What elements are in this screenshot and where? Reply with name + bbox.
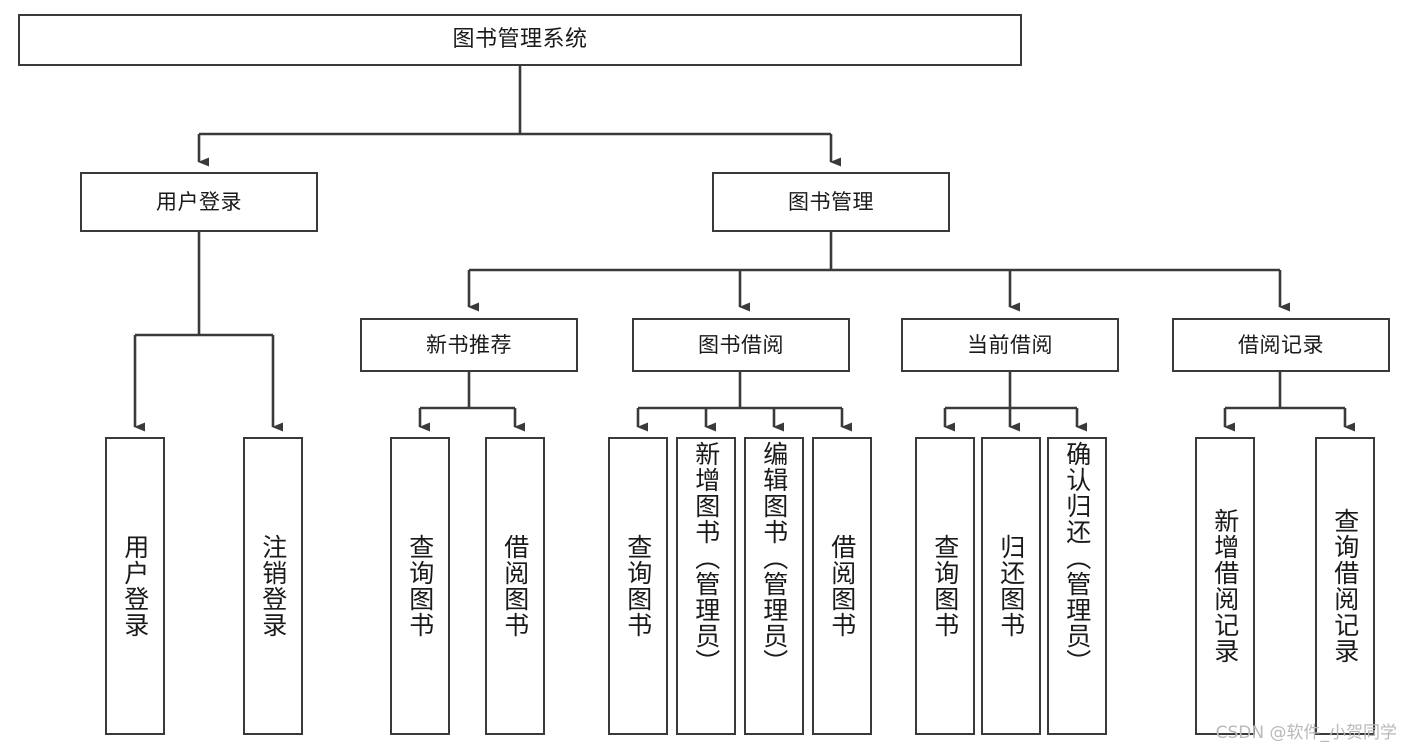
leaf-new-book-query[interactable]: 查询图书 [390, 437, 450, 735]
node-label: 当前借阅 [967, 332, 1053, 357]
watermark-text: CSDN @软件_小贺同学 [1215, 723, 1397, 743]
node-label: 新书推荐 [426, 332, 512, 357]
leaf-user-login-signout[interactable]: 注销登录 [243, 437, 303, 735]
node-book-borrow[interactable]: 图书借阅 [632, 318, 850, 372]
node-label: 查询图书 [623, 534, 653, 638]
node-label: 借阅图书 [500, 534, 530, 638]
node-borrow-record[interactable]: 借阅记录 [1172, 318, 1390, 372]
node-label: 查询图书 [930, 534, 960, 638]
leaf-book-borrow-lend[interactable]: 借阅图书 [812, 437, 872, 735]
node-user-login[interactable]: 用户登录 [80, 172, 318, 232]
node-label: 图书借阅 [698, 332, 784, 357]
node-current-borrow[interactable]: 当前借阅 [901, 318, 1119, 372]
node-root-system[interactable]: 图书管理系统 [18, 14, 1022, 66]
node-label: 新增借阅记录 [1210, 508, 1240, 664]
leaf-current-borrow-return[interactable]: 归还图书 [981, 437, 1041, 735]
node-label: 图书管理系统 [452, 27, 588, 53]
leaf-new-book-borrow[interactable]: 借阅图书 [485, 437, 545, 735]
node-label: 确认归还（管理员） [1062, 441, 1092, 675]
node-book-management[interactable]: 图书管理 [712, 172, 950, 232]
node-label: 归还图书 [996, 534, 1026, 638]
leaf-book-borrow-add[interactable]: 新增图书（管理员） [676, 437, 736, 735]
leaf-book-borrow-edit[interactable]: 编辑图书（管理员） [744, 437, 804, 735]
node-label: 注销登录 [258, 534, 288, 638]
node-label: 新增图书（管理员） [691, 441, 721, 675]
node-label: 编辑图书（管理员） [759, 441, 789, 675]
node-label: 查询借阅记录 [1330, 508, 1360, 664]
leaf-book-borrow-query[interactable]: 查询图书 [608, 437, 668, 735]
leaf-current-borrow-confirm-return[interactable]: 确认归还（管理员） [1047, 437, 1107, 735]
leaf-current-borrow-query[interactable]: 查询图书 [915, 437, 975, 735]
leaf-borrow-record-query[interactable]: 查询借阅记录 [1315, 437, 1375, 735]
node-label: 借阅记录 [1238, 332, 1324, 357]
node-label: 图书管理 [788, 189, 874, 214]
node-label: 用户登录 [120, 534, 150, 638]
leaf-borrow-record-add[interactable]: 新增借阅记录 [1195, 437, 1255, 735]
node-label: 用户登录 [156, 189, 242, 214]
node-label: 借阅图书 [827, 534, 857, 638]
node-new-book-recommend[interactable]: 新书推荐 [360, 318, 578, 372]
node-label: 查询图书 [405, 534, 435, 638]
leaf-user-login-signin[interactable]: 用户登录 [105, 437, 165, 735]
